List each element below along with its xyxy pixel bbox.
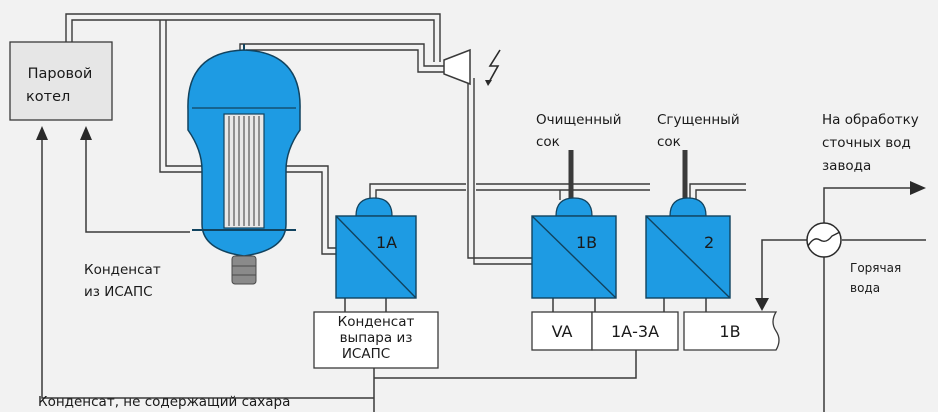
arrow-hot-water [755,298,769,311]
evap-condensate-line3: ИСАПС [342,346,390,362]
evaporator-2-label: 2 [704,233,714,252]
evaporator-1a: 1А [335,197,417,299]
tank-1b: 1В [683,311,780,351]
label-thick-juice-1: Сгущенный [657,112,740,128]
tank-va: VA [531,311,593,351]
label-thick-juice-2: сок [657,134,681,150]
heat-exchanger-icon [806,222,842,258]
arrow-boiler-in-1 [36,126,48,140]
turbine-icon [443,48,471,86]
evap-condensate-line2: выпара из [340,330,413,346]
steam-pipes [65,13,746,265]
label-condensate-isaps-2: из ИСАПС [84,284,153,300]
boiler-box [9,41,113,121]
tube-lines [228,116,260,226]
condensate-lines [41,130,926,412]
tank-1a-3a-label: 1А-3А [611,322,659,341]
evap-condensate-box: Конденсат выпара из ИСАПС [313,311,439,369]
flow-arrows [36,126,926,311]
label-hot-water-2: вода [850,281,880,295]
label-sugar-free-condensate: Конденсат, не содержащий сахара [38,394,290,410]
evaporator-1a-label: 1А [376,233,397,252]
evaporator-1a-dome [355,197,393,217]
label-wastewater-2: сточных вод [822,135,911,151]
arrow-wastewater [910,181,926,195]
label-purified-juice-2: сок [536,134,560,150]
lightning-icon [485,49,501,86]
label-wastewater-1: На обработку [822,112,919,128]
label-purified-juice-1: Очищенный [536,112,621,128]
label-wastewater-3: завода [822,158,871,174]
steam-boiler: Паровой котел [9,41,113,121]
boiler-label-line2: котел [26,89,70,105]
vessel-outlet-pump [231,255,257,285]
main-vessel [187,44,301,285]
evaporator-1b: 1В [531,197,617,299]
label-condensate-isaps-1: Конденсат [84,262,161,278]
arrow-boiler-in-2 [80,126,92,140]
evaporator-2-dome [669,197,707,217]
evap-condensate-line1: Конденсат [338,314,415,330]
tank-va-label: VA [552,322,573,341]
juice-pipes [568,150,688,200]
evaporator-1b-label: 1В [576,233,597,252]
tank-1a-3a: 1А-3А [591,311,679,351]
tank-1b-label: 1В [719,322,740,341]
evaporator-2: 2 [645,197,731,299]
evaporator-1b-dome [555,197,593,217]
label-hot-water-1: Горячая [850,261,901,275]
boiler-label-line1: Паровой [28,66,93,82]
